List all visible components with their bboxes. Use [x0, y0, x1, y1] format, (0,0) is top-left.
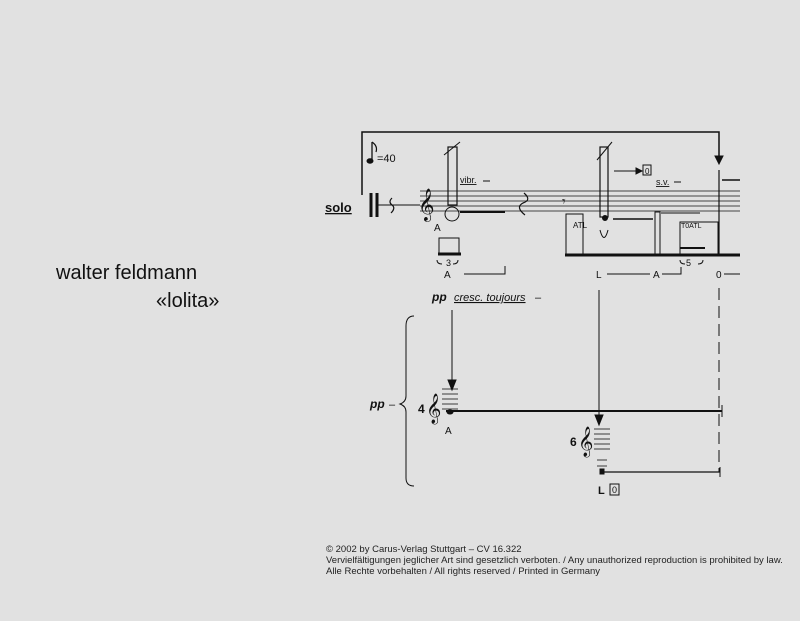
staff — [420, 190, 740, 212]
svg-text:𝄞: 𝄞 — [426, 393, 441, 425]
label-a: A — [653, 270, 660, 281]
svg-text:𝄾: 𝄾 — [562, 193, 566, 209]
dash: – — [535, 292, 542, 304]
copyright-notice: © 2002 by Carus-Verlag Stuttgart – CV 16… — [326, 544, 783, 577]
toatl-marking: T0ATL — [681, 223, 702, 230]
composer-name: walter feldmann — [56, 262, 198, 284]
label-l: L — [598, 485, 605, 497]
tuplet-3: 3 — [446, 258, 451, 268]
sv-marking: s.v. — [656, 177, 669, 187]
boxed-0: 0 — [645, 167, 650, 176]
rights-notice: Alle Rechte vorbehalten / All rights res… — [326, 566, 601, 577]
boxed-0: 0 — [612, 485, 617, 495]
dynamic-pp: pp — [431, 290, 447, 304]
arrow-down-icon — [714, 155, 724, 166]
vibr-marking: vibr. — [460, 175, 477, 185]
instrument-label: solo — [325, 200, 352, 215]
reproduction-notice: Vervielfältigungen jeglicher Art sind ge… — [326, 555, 783, 566]
group-number-4: 4 — [418, 402, 425, 416]
dash: – — [389, 399, 396, 411]
label-l: L — [596, 270, 602, 281]
copyright-line: © 2002 by Carus-Verlag Stuttgart – CV 16… — [326, 544, 522, 555]
tuplet-5: 5 — [686, 258, 691, 268]
label-0: 0 — [716, 270, 722, 281]
tempo-marking: =40 — [377, 153, 396, 165]
treble-clef-icon: 𝄞 — [418, 189, 435, 222]
label-a: A — [445, 426, 452, 437]
cresc-marking: cresc. toujours — [454, 292, 526, 304]
dynamic-pp: pp — [369, 397, 385, 411]
repeat-frame-line — [361, 131, 720, 195]
atl-marking: ATL — [573, 221, 588, 230]
group-number-6: 6 — [570, 435, 577, 449]
label-a: A — [444, 270, 451, 281]
label-a: A — [434, 223, 441, 234]
work-title: «lolita» — [156, 290, 220, 312]
svg-text:𝄞: 𝄞 — [578, 426, 593, 458]
